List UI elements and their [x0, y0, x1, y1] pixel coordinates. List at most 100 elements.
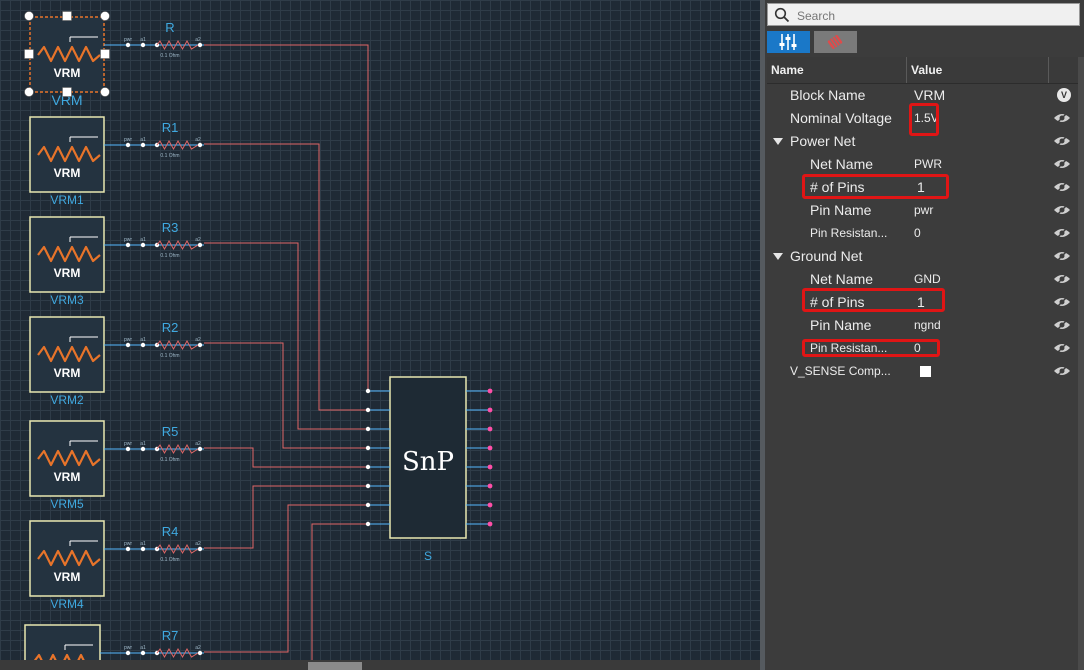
component-tab[interactable] — [814, 31, 857, 53]
snp-port-dot[interactable] — [487, 464, 493, 470]
visibility-icon[interactable] — [1053, 296, 1071, 308]
property-row-power-pin-count[interactable]: # of Pins 1 — [767, 176, 1078, 199]
resistor-symbol-icon[interactable] — [156, 443, 199, 455]
property-row-ground-net[interactable]: Ground Net — [767, 245, 1078, 268]
wire-net[interactable] — [204, 44, 369, 391]
pin-dot[interactable] — [140, 142, 146, 148]
visibility-icon[interactable] — [1053, 112, 1071, 124]
resistor-name[interactable]: R4 — [162, 524, 179, 539]
selection-handle[interactable] — [24, 11, 34, 21]
property-value[interactable]: 0 — [914, 226, 921, 240]
visibility-icon[interactable] — [1053, 158, 1071, 170]
snp-port-dot[interactable] — [365, 464, 371, 470]
vsense-checkbox[interactable] — [920, 366, 931, 377]
snp-port-dot[interactable] — [365, 483, 371, 489]
visibility-icon[interactable] — [1053, 250, 1071, 262]
snp-port-dot[interactable] — [365, 521, 371, 527]
pin-dot[interactable] — [140, 242, 146, 248]
wire-net[interactable] — [204, 485, 368, 549]
property-value[interactable]: PWR — [914, 157, 942, 171]
resistor-symbol-icon[interactable] — [156, 139, 199, 151]
snp-port-dot[interactable] — [487, 407, 493, 413]
resistor-name[interactable]: R3 — [162, 220, 179, 235]
snp-port-dot[interactable] — [365, 407, 371, 413]
snp-port-dot[interactable] — [365, 502, 371, 508]
collapse-arrow-icon[interactable] — [773, 253, 783, 260]
snp-block[interactable] — [389, 376, 467, 539]
pin-dot[interactable] — [125, 342, 131, 348]
wire-net[interactable] — [204, 143, 368, 411]
resistor-symbol-icon[interactable] — [156, 647, 199, 659]
name-column-header[interactable]: Name — [767, 57, 907, 83]
snp-port-dot[interactable] — [487, 388, 493, 394]
property-row-nominal-voltage[interactable]: Nominal Voltage 1.5V — [767, 107, 1078, 130]
selection-handle[interactable] — [100, 11, 110, 21]
pin-dot[interactable] — [125, 650, 131, 656]
wire-net[interactable] — [204, 504, 368, 653]
resistor-symbol-icon[interactable] — [156, 339, 199, 351]
vertical-scrollbar[interactable] — [1078, 57, 1084, 670]
selection-handle[interactable] — [100, 49, 110, 59]
vrm-instance-name[interactable]: VRM1 — [50, 193, 84, 207]
property-row-ground-pin-name[interactable]: Pin Name ngnd — [767, 314, 1078, 337]
visibility-icon[interactable] — [1053, 273, 1071, 285]
vrm-block[interactable] — [29, 520, 105, 597]
property-value[interactable]: 1.5V — [914, 111, 939, 125]
pin-dot[interactable] — [125, 446, 131, 452]
snp-port-dot[interactable] — [487, 502, 493, 508]
pin-dot[interactable] — [197, 342, 203, 348]
pin-dot[interactable] — [125, 242, 131, 248]
visibility-icon[interactable] — [1053, 227, 1071, 239]
snp-port-dot[interactable] — [487, 445, 493, 451]
property-row-ground-net-name[interactable]: Net Name GND — [767, 268, 1078, 291]
pin-dot[interactable] — [140, 446, 146, 452]
property-row-power-net-name[interactable]: Net Name PWR — [767, 153, 1078, 176]
resistor-name[interactable]: R1 — [162, 120, 179, 135]
property-value[interactable]: 0 — [914, 341, 921, 355]
panel-splitter[interactable] — [760, 0, 765, 670]
wire-net[interactable] — [204, 242, 368, 430]
property-row-ground-pin-count[interactable]: # of Pins 1 — [767, 291, 1078, 314]
collapse-arrow-icon[interactable] — [773, 138, 783, 145]
vrm-instance-name[interactable]: VRM2 — [50, 393, 84, 407]
selection-handle[interactable] — [62, 87, 72, 97]
property-row-ground-pin-resistance[interactable]: Pin Resistan... 0 — [767, 337, 1078, 360]
snp-instance-name[interactable]: S — [424, 549, 432, 563]
vrm-instance-name[interactable]: VRM5 — [50, 497, 84, 511]
pin-dot[interactable] — [197, 242, 203, 248]
property-value[interactable]: pwr — [914, 203, 934, 217]
property-row-block-name[interactable]: Block Name VRM V — [767, 84, 1078, 107]
property-value[interactable]: GND — [914, 272, 941, 286]
visibility-icon[interactable] — [1053, 342, 1071, 354]
vrm-block[interactable] — [29, 116, 105, 193]
visibility-icon[interactable] — [1053, 204, 1071, 216]
pin-dot[interactable] — [197, 446, 203, 452]
pin-dot[interactable] — [125, 546, 131, 552]
pin-dot[interactable] — [125, 142, 131, 148]
snp-port-dot[interactable] — [487, 521, 493, 527]
pin-dot[interactable] — [140, 342, 146, 348]
horizontal-scrollbar[interactable] — [0, 660, 760, 670]
property-row-power-pin-name[interactable]: Pin Name pwr — [767, 199, 1078, 222]
pin-dot[interactable] — [140, 42, 146, 48]
snp-port-dot[interactable] — [487, 483, 493, 489]
visibility-icon[interactable] — [1053, 365, 1071, 377]
resistor-name[interactable]: R2 — [162, 320, 179, 335]
search-box[interactable] — [767, 3, 1080, 26]
selection-handle[interactable] — [24, 87, 34, 97]
property-value[interactable]: 1 — [917, 294, 925, 310]
visibility-icon[interactable] — [1053, 319, 1071, 331]
pin-dot[interactable] — [197, 650, 203, 656]
property-row-power-pin-resistance[interactable]: Pin Resistan... 0 — [767, 222, 1078, 245]
property-row-power-net[interactable]: Power Net — [767, 130, 1078, 153]
pin-dot[interactable] — [125, 42, 131, 48]
resistor-symbol-icon[interactable] — [156, 39, 199, 51]
selection-handle[interactable] — [24, 49, 34, 59]
property-value[interactable]: VRM — [914, 87, 946, 103]
value-column-header[interactable]: Value — [907, 57, 1049, 83]
pin-dot[interactable] — [197, 142, 203, 148]
pin-dot[interactable] — [197, 546, 203, 552]
pin-dot[interactable] — [140, 546, 146, 552]
property-value[interactable]: ngnd — [914, 318, 941, 332]
